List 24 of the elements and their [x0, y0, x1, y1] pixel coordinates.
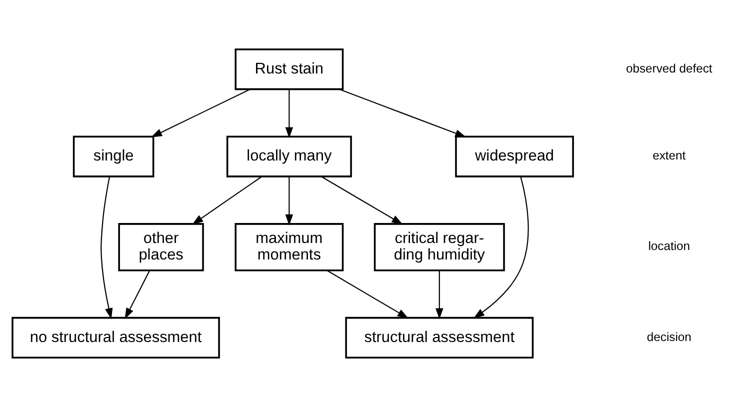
- node-box: locally many: [226, 136, 352, 178]
- node-box: single: [72, 136, 154, 178]
- node-box: Rust stain: [234, 48, 344, 90]
- arrow: [124, 270, 150, 320]
- label: decision: [646, 330, 692, 344]
- arrow: [321, 176, 403, 224]
- arrow: [436, 270, 444, 320]
- arrow: [285, 176, 294, 226]
- node-box: widespread: [455, 136, 574, 178]
- arrow: [150, 88, 250, 138]
- label: location: [648, 239, 690, 254]
- arrow: [326, 270, 409, 318]
- arrow: [285, 89, 294, 138]
- arrow: [473, 176, 529, 319]
- node-box: maximum moments: [234, 223, 344, 272]
- node-box: critical regar- ding humidity: [374, 223, 505, 272]
- node-box: structural assessment: [345, 316, 534, 358]
- arrow: [192, 176, 262, 225]
- label: extent: [652, 148, 686, 163]
- node-box: other places: [118, 223, 204, 272]
- arrow: [100, 176, 113, 320]
- label: observed defect: [626, 61, 712, 76]
- arrow: [338, 88, 466, 138]
- node-box: no structural assessment: [12, 316, 220, 358]
